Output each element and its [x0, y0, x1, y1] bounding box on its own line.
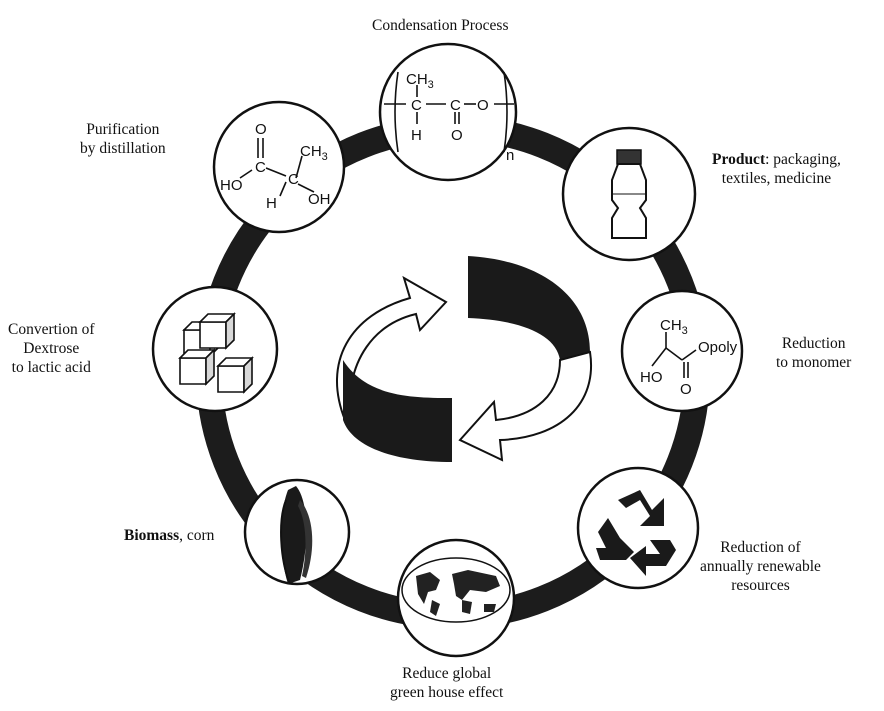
monomer-ch3: CH3 — [660, 317, 688, 337]
cycle-arrows — [336, 256, 593, 462]
label-reduction-monomer-line2: to monomer — [776, 354, 852, 371]
cubes-icon — [178, 312, 254, 394]
polymer-n: n — [506, 147, 514, 164]
lactic-acid-structure — [239, 138, 315, 197]
polymer-h: H — [411, 127, 422, 144]
polymer-c1: C — [411, 97, 422, 114]
label-biomass-rest: , corn — [179, 527, 215, 544]
label-purification-line1: Purification — [86, 121, 160, 138]
lactic-o-top: O — [255, 121, 267, 138]
label-condensation: Condensation Process — [372, 16, 508, 35]
label-biomass-line1: Biomass, corn — [124, 526, 214, 545]
label-condensation-line1: Condensation Process — [372, 17, 509, 34]
label-greenhouse-line1: Reduce global — [402, 665, 492, 682]
polymer-o-double: O — [451, 127, 463, 144]
lactic-c1: C — [255, 159, 266, 176]
polymer-o-ester: O — [477, 97, 489, 114]
corn-icon — [280, 486, 313, 585]
label-product-bold: Product — [712, 151, 766, 168]
label-product-line2: textiles, medicine — [721, 170, 832, 187]
node-lactic — [212, 100, 346, 234]
monomer-ho: HO — [640, 369, 663, 386]
lactic-c2: C — [288, 171, 299, 188]
label-conversion: Convertion of Dextrose to lactic acid — [8, 320, 95, 377]
label-greenhouse-line2: green house effect — [390, 684, 504, 701]
label-purification-line2: by distillation — [80, 140, 166, 157]
label-purification: Purification by distillation — [80, 120, 166, 158]
node-recycle — [576, 466, 700, 590]
label-product-line1: Product: packaging, — [712, 150, 841, 169]
label-reduction-monomer-line1: Reduction — [781, 335, 846, 352]
label-conversion-line3: to lactic acid — [11, 359, 91, 376]
recycle-icon — [596, 490, 676, 576]
monomer-structure — [651, 332, 697, 378]
node-condensation — [378, 42, 518, 182]
label-greenhouse: Reduce global green house effect — [390, 664, 503, 702]
label-conversion-line1: Convertion of — [8, 321, 95, 338]
monomer-opoly: Opoly — [698, 339, 738, 356]
label-reduction-monomer: Reduction to monomer — [776, 334, 851, 372]
label-resources-line3: resources — [731, 577, 790, 594]
lactic-ho: HO — [220, 177, 243, 194]
dark-band-right — [468, 256, 590, 360]
hollow-arrow-top — [336, 275, 448, 423]
dark-band-left — [343, 360, 452, 462]
label-resources: Reduction of annually renewable resource… — [700, 538, 821, 595]
world-map-icon — [401, 557, 511, 623]
lactic-oh: OH — [308, 191, 331, 208]
bottle-icon — [611, 149, 647, 239]
label-product-rest: : packaging, — [765, 151, 841, 168]
lactic-ch3: CH3 — [300, 143, 328, 163]
label-biomass: Biomass, corn — [124, 526, 214, 545]
node-monomer — [620, 289, 744, 413]
polymer-ch3: CH3 — [406, 71, 434, 91]
monomer-o: O — [680, 381, 692, 398]
label-resources-line2: annually renewable — [700, 558, 821, 575]
polymer-structure — [384, 71, 514, 153]
polymer-c2: C — [450, 97, 461, 114]
label-product: Product: packaging, textiles, medicine — [712, 150, 841, 188]
lactic-h: H — [266, 195, 277, 212]
label-conversion-line2: Dextrose — [23, 340, 80, 357]
label-resources-line1: Reduction of — [720, 539, 801, 556]
hollow-arrow-bottom — [458, 350, 593, 462]
label-biomass-bold: Biomass — [124, 527, 180, 544]
